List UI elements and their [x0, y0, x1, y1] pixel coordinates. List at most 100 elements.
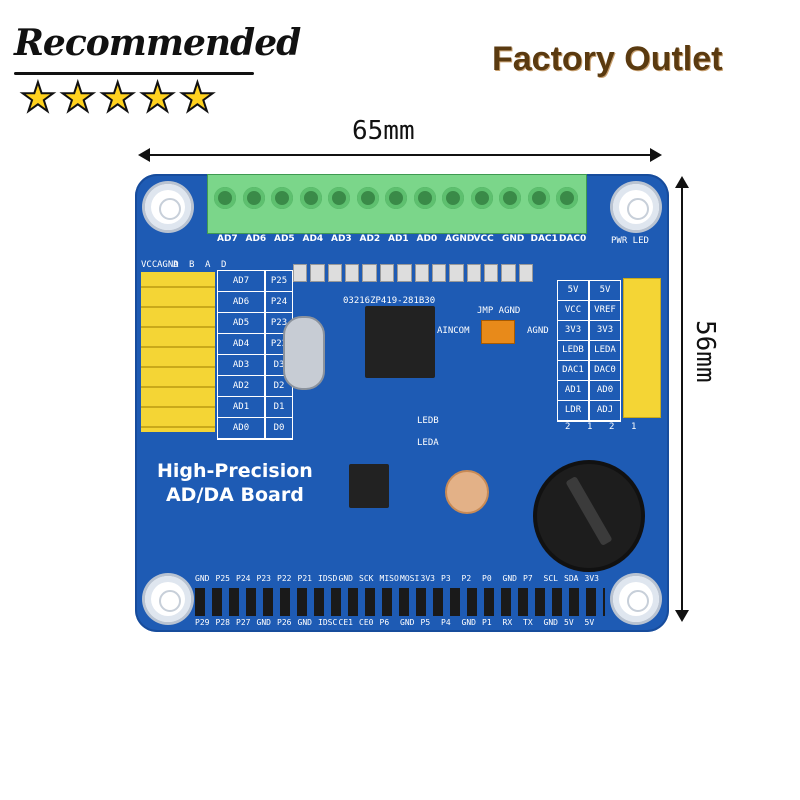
smd-component	[414, 264, 429, 282]
gpio-label: P4	[441, 618, 451, 627]
height-dimension-label: 56mm	[690, 320, 720, 383]
header-top-label: A	[173, 260, 179, 270]
factory-outlet-label: Factory Outlet	[492, 40, 723, 78]
terminal-label: AD1	[388, 234, 409, 244]
smd-component	[362, 264, 377, 282]
mounting-hole	[613, 576, 659, 622]
header-pin-row	[141, 396, 215, 408]
d-cell: P25	[266, 271, 292, 292]
right-label-cell: DAC0	[590, 361, 620, 381]
smd-component	[310, 264, 325, 282]
gpio-label: 5V	[564, 618, 574, 627]
gpio-label: SCK	[359, 574, 374, 583]
right-label-cell: 5V	[558, 281, 588, 301]
terminal-label: GND	[502, 234, 525, 244]
ad-cell: AD4	[218, 334, 264, 355]
agnd-jumper[interactable]	[481, 320, 515, 344]
gpio-label: GND	[195, 574, 210, 583]
gpio-label: P27	[236, 618, 251, 627]
right-label-cell: 5V	[590, 281, 620, 301]
gpio-label: TX	[523, 618, 533, 627]
right-label-cell: LEDB	[558, 341, 588, 361]
gpio-label: 3V3	[420, 574, 435, 583]
smd-component	[327, 264, 343, 282]
terminal-label: DAC1	[530, 234, 558, 244]
screw-icon	[413, 187, 436, 209]
d-cell: D2	[266, 376, 292, 397]
header-pin-row	[141, 316, 215, 328]
header-top-label: A	[205, 260, 211, 270]
gpio-label: IDSD	[318, 574, 338, 583]
terminal-label: VCC	[473, 234, 494, 244]
width-dimension-arrow	[138, 148, 662, 162]
smd-component	[397, 264, 412, 282]
screw-icon	[271, 187, 293, 209]
star-icon: ★	[139, 75, 177, 121]
header-top-label: D	[221, 260, 227, 270]
gpio-label: P28	[215, 618, 230, 627]
pwr-led-label: PWR LED	[611, 236, 649, 246]
gpio-label: GND	[400, 618, 415, 627]
gpio-label: IDSC	[318, 618, 338, 627]
gpio-label: P3	[441, 574, 451, 583]
ad-cell: AD5	[218, 313, 264, 334]
right-label-cell: ADJ	[590, 401, 620, 421]
d-cell: P24	[266, 292, 292, 313]
header-pin-row	[141, 336, 215, 348]
adc-chip	[365, 306, 435, 378]
terminal-label: AD4	[302, 234, 324, 244]
gpio-label: CE0	[359, 618, 374, 627]
d-cell: P23	[266, 313, 292, 334]
jumper-number: 2	[609, 422, 615, 432]
board-title-line1: High-Precision	[157, 460, 313, 482]
gpio-label: P6	[379, 618, 390, 627]
height-dimension-arrow	[675, 176, 689, 622]
gpio-label: MOSI	[400, 574, 420, 583]
ad-cell: AD3	[218, 355, 264, 376]
d-cell: D3	[266, 355, 292, 376]
width-dimension-label: 65mm	[352, 116, 415, 146]
screw-icon	[356, 187, 379, 209]
terminal-label: AD7	[217, 234, 238, 244]
terminal-label: AD0	[416, 234, 438, 244]
screw-icon	[328, 187, 350, 209]
gpio-label: CE1	[338, 618, 353, 627]
screw-icon	[242, 187, 265, 209]
rating-stars: ★ ★ ★ ★ ★	[19, 75, 216, 121]
photoresistor	[445, 470, 489, 514]
terminal-label: AD6	[245, 234, 267, 244]
gpio-label: GND	[502, 574, 517, 583]
ad-cell: AD0	[218, 418, 264, 439]
aincom-label: AINCOM	[437, 326, 470, 336]
gpio-label: GND	[297, 618, 312, 627]
gpio-label: MISO	[379, 574, 399, 583]
smd-component	[518, 264, 534, 282]
screw-icon	[299, 187, 322, 209]
gpio-label: SCL	[543, 574, 558, 583]
header-pin-row	[141, 296, 215, 308]
gpio-label: GND	[256, 618, 271, 627]
mounting-hole	[145, 184, 191, 230]
star-icon: ★	[178, 75, 216, 121]
d-cell: P22	[266, 334, 292, 355]
gpio-pin-header	[195, 588, 605, 616]
right-label-cell: 3V3	[590, 321, 620, 341]
right-jumper-header[interactable]	[623, 278, 661, 418]
board-title-line2: AD/DA Board	[165, 484, 304, 506]
gpio-label: GND	[461, 618, 476, 627]
gpio-label: P29	[195, 618, 210, 627]
ad-cell: AD1	[218, 397, 264, 418]
right-label-cell: VCC	[558, 301, 588, 321]
mounting-hole	[145, 576, 191, 622]
gpio-label: P21	[297, 574, 312, 583]
mounting-hole	[613, 184, 659, 230]
gpio-label: SDA	[564, 574, 579, 583]
smd-component	[501, 264, 516, 282]
screw-icon	[527, 187, 550, 209]
header-pin-row	[141, 416, 215, 428]
leda-label: LEDA	[417, 438, 439, 448]
potentiometer-knob[interactable]	[533, 460, 645, 572]
